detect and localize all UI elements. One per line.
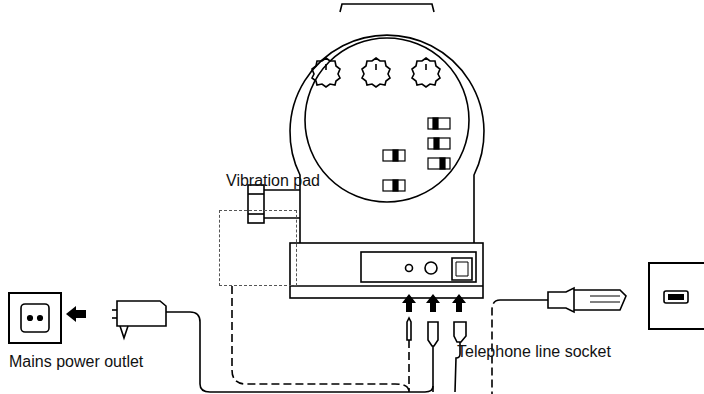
telephone-socket: Telephone line socket	[648, 262, 704, 330]
node-label: Mains power outlet	[9, 352, 143, 372]
vibration-pad: Vibration pad	[219, 210, 297, 286]
node-label: Vibration pad	[226, 171, 320, 191]
power-outlet: Mains power outlet	[8, 292, 62, 344]
node-label: Telephone line socket	[457, 342, 611, 362]
